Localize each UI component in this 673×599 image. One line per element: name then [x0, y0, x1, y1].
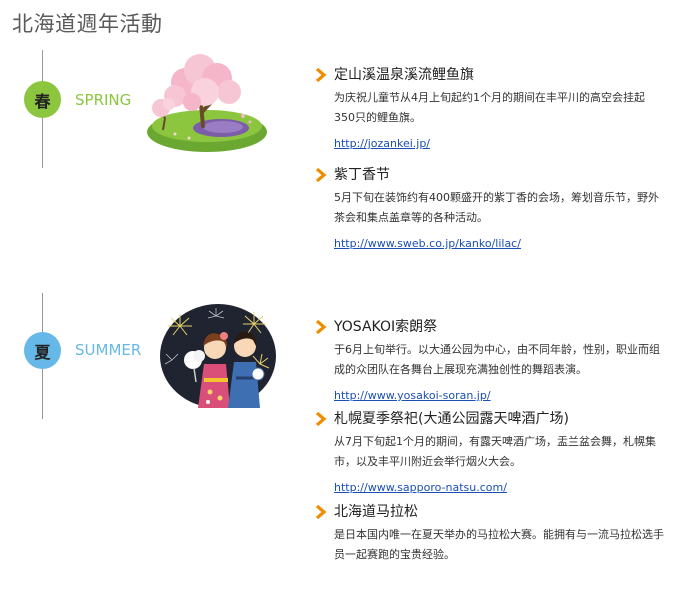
chevron-right-icon [315, 168, 327, 182]
event-item: YOSAKOI索朗祭 于6月上旬举行。以大通公园为中心，由不同年龄，性别，职业而… [314, 318, 664, 403]
event-title: YOSAKOI索朗祭 [334, 319, 438, 335]
event-title: 定山溪温泉溪流鲤鱼旗 [334, 67, 474, 83]
spring-events: 定山溪温泉溪流鲤鱼旗 为庆祝儿童节从4月上旬起约1个月的期间在丰平川的高空会挂起… [314, 66, 664, 251]
spring-label: SPRING [75, 91, 132, 109]
event-title: 札幌夏季祭祀(大通公园露天啤酒广场) [334, 411, 569, 427]
event-description: 于6月上旬举行。以大通公园为中心，由不同年龄，性别，职业而组成的众团队在各舞台上… [334, 343, 660, 376]
event-item: 北海道马拉松 是日本国内唯一在夏天举办的马拉松大赛。能拥有与一流马拉松选手员一起… [314, 503, 664, 565]
event-link[interactable]: http://www.yosakoi-soran.jp/ [334, 389, 491, 402]
summer-events: YOSAKOI索朗祭 于6月上旬举行。以大通公园为中心，由不同年龄，性别，职业而… [314, 318, 664, 565]
chevron-right-icon [315, 320, 327, 334]
event-description: 5月下旬在装饰约有400颗盛开的紫丁香的会场，筹划音乐节，野外茶会和集点盖章等的… [334, 191, 659, 224]
summer-badge: 夏 [24, 332, 61, 369]
spring-badge: 春 [24, 81, 61, 118]
spring-badge-text: 春 [34, 91, 51, 111]
event-link[interactable]: http://www.sweb.co.jp/kanko/lilac/ [334, 237, 521, 250]
summer-badge-text: 夏 [34, 342, 51, 362]
page-title: 北海道週年活動 [12, 12, 163, 36]
event-description: 为庆祝儿童节从4月上旬起约1个月的期间在丰平川的高空会挂起350只的鲤鱼旗。 [334, 91, 645, 124]
event-link[interactable]: http://jozankei.jp/ [334, 137, 431, 150]
event-item: 札幌夏季祭祀(大通公园露天啤酒广场) 从7月下旬起1个月的期间，有露天啤酒广场，… [314, 410, 664, 495]
cherry-blossom-tree-illustration [147, 54, 267, 152]
chevron-right-icon [315, 68, 327, 82]
event-description: 从7月下旬起1个月的期间，有露天啤酒广场，盂兰盆会舞，札幌集市，以及丰平川附近会… [334, 435, 656, 468]
event-description: 是日本国内唯一在夏天举办的马拉松大赛。能拥有与一流马拉松选手员一起赛跑的宝贵经验… [334, 528, 664, 561]
event-link[interactable]: http://www.sapporo-natsu.com/ [334, 481, 507, 494]
chevron-right-icon [315, 505, 327, 519]
event-item: 定山溪温泉溪流鲤鱼旗 为庆祝儿童节从4月上旬起约1个月的期间在丰平川的高空会挂起… [314, 66, 664, 151]
event-title: 北海道马拉松 [334, 504, 418, 520]
event-item: 紫丁香节 5月下旬在装饰约有400颗盛开的紫丁香的会场，筹划音乐节，野外茶会和集… [314, 166, 664, 251]
event-title: 紫丁香节 [334, 167, 390, 183]
yukata-couple-fireworks-illustration [160, 304, 276, 408]
summer-label: SUMMER [75, 341, 142, 359]
chevron-right-icon [315, 412, 327, 426]
